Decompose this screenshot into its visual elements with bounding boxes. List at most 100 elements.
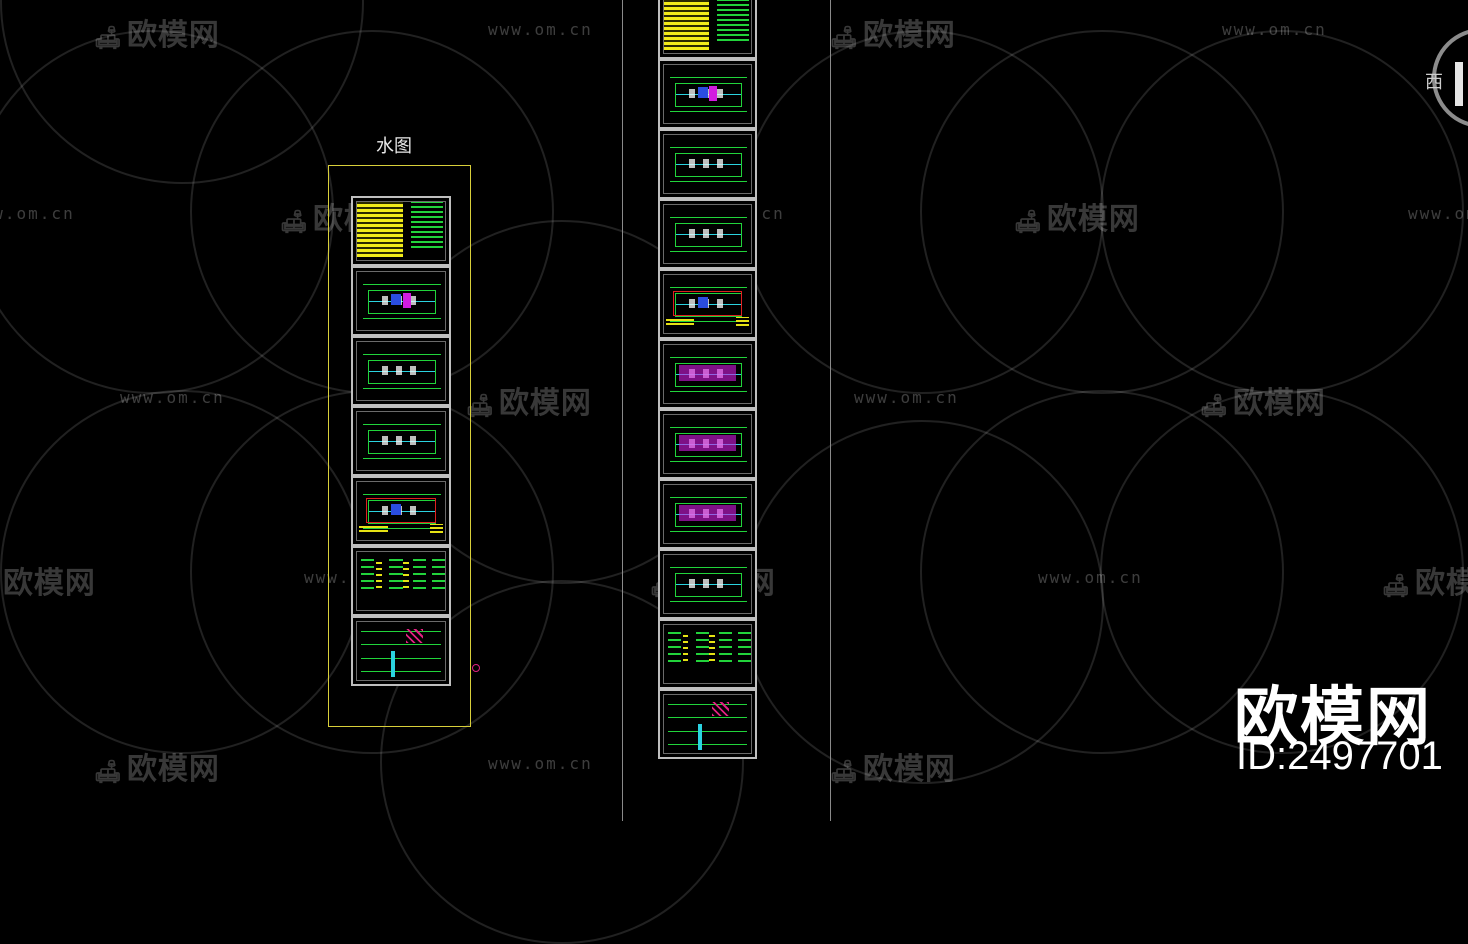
cad-linework (669, 251, 748, 253)
sheet-border (663, 694, 752, 754)
cad-linework (669, 531, 748, 533)
watermark-url: www.om.cn (0, 204, 75, 223)
brand-logo-text: 欧模网 (1234, 681, 1432, 755)
cad-linework (366, 497, 436, 523)
cad-linework (696, 628, 710, 662)
cad-linework (709, 86, 717, 101)
watermark-logo: 🛋欧模网 (830, 752, 956, 787)
cad-linework (389, 555, 403, 589)
cad-linework (669, 181, 748, 183)
cad-linework (362, 353, 442, 355)
cad-linework (410, 201, 444, 249)
sheet-border (663, 624, 752, 684)
drawing-sheet[interactable] (658, 129, 757, 199)
cad-linework (679, 434, 736, 451)
drawing-sheet[interactable] (351, 266, 451, 336)
drawing-sheet[interactable] (351, 406, 451, 476)
viewport-divider[interactable] (830, 0, 831, 821)
cad-linework (665, 317, 695, 326)
sheet-border (356, 551, 446, 611)
drawing-sheet[interactable] (658, 619, 757, 689)
watermark-url: www.om.cn (1222, 20, 1327, 39)
drawing-sheet[interactable] (658, 269, 757, 339)
cad-linework (718, 628, 733, 662)
drawing-sheet[interactable] (351, 546, 451, 616)
cad-linework (362, 318, 442, 320)
cad-linework (402, 293, 411, 308)
watermark-logo: 🛋欧模网 (94, 18, 220, 53)
cad-linework (429, 524, 444, 534)
cad-linework (391, 651, 396, 678)
cad-linework (663, 0, 710, 51)
cad-linework (669, 391, 748, 393)
cad-linework (381, 295, 423, 305)
cad-linework (402, 561, 409, 588)
cad-linework (688, 88, 729, 98)
cad-linework (679, 364, 736, 381)
cad-linework (356, 201, 403, 258)
cad-linework (431, 555, 446, 589)
watermark-logo: 🛋欧模网 (1382, 566, 1468, 601)
cad-linework (362, 528, 442, 530)
drawing-sheet[interactable] (351, 476, 451, 546)
cad-linework (673, 290, 742, 316)
drawing-sheet[interactable] (351, 336, 451, 406)
brand-id: ID:2497701 (1236, 734, 1443, 778)
cad-linework (669, 216, 748, 218)
cad-linework (712, 701, 730, 717)
watermark-logo: 🛋欧模网 (94, 752, 220, 787)
cad-linework (360, 644, 442, 646)
viewport-divider[interactable] (622, 0, 623, 821)
watermark-logo: 🛋欧模网 (466, 386, 592, 421)
drawing-sheet[interactable] (658, 59, 757, 129)
cad-linework (376, 561, 382, 588)
cad-linework (709, 634, 716, 661)
sheet-border (356, 341, 446, 401)
cad-linework (737, 628, 752, 662)
drawing-sheet[interactable] (658, 479, 757, 549)
cad-linework (688, 298, 729, 308)
cad-linework (669, 496, 748, 498)
cad-linework (698, 724, 702, 751)
cad-linework (360, 657, 442, 659)
cad-linework (669, 286, 748, 288)
cad-linework (682, 634, 689, 661)
watermark-logo: 🛋欧模网 (1200, 386, 1326, 421)
compass-label: 西 (1425, 72, 1443, 93)
drawing-sheet[interactable] (658, 409, 757, 479)
cad-linework (358, 524, 388, 533)
drawing-sheet[interactable] (658, 549, 757, 619)
layout-label: 水图 (376, 136, 412, 157)
layout-frame[interactable] (328, 165, 471, 727)
cad-linework (362, 423, 442, 425)
drawing-sheet[interactable] (658, 199, 757, 269)
cad-linework (381, 435, 423, 445)
drawing-sheet[interactable] (351, 616, 451, 686)
cad-linework (669, 461, 748, 463)
cad-linework (362, 283, 442, 285)
cad-linework (362, 458, 442, 460)
drawing-sheet[interactable] (658, 339, 757, 409)
cad-linework (698, 297, 708, 308)
watermark-url: www.om.cn (854, 388, 959, 407)
cad-linework (669, 566, 748, 568)
cad-linework (362, 493, 442, 495)
drawing-sheet[interactable] (658, 689, 757, 759)
cad-linework (391, 294, 401, 305)
watermark-circle (740, 420, 1104, 784)
cad-linework (360, 631, 442, 633)
drawing-sheet[interactable] (658, 0, 757, 59)
cad-linework (667, 743, 748, 745)
cad-linework (381, 505, 423, 515)
cad-linework (669, 76, 748, 78)
cad-linework (667, 730, 748, 732)
cad-linework (412, 555, 426, 589)
cad-linework (669, 146, 748, 148)
cad-linework (669, 111, 748, 113)
watermark-url: www.om.cn (120, 388, 225, 407)
watermark-url: www.om.cn (1038, 568, 1143, 587)
cad-linework (698, 87, 708, 98)
compass-needle-icon (1455, 62, 1463, 106)
cad-linework (669, 601, 748, 603)
drawing-sheet[interactable] (351, 196, 451, 266)
